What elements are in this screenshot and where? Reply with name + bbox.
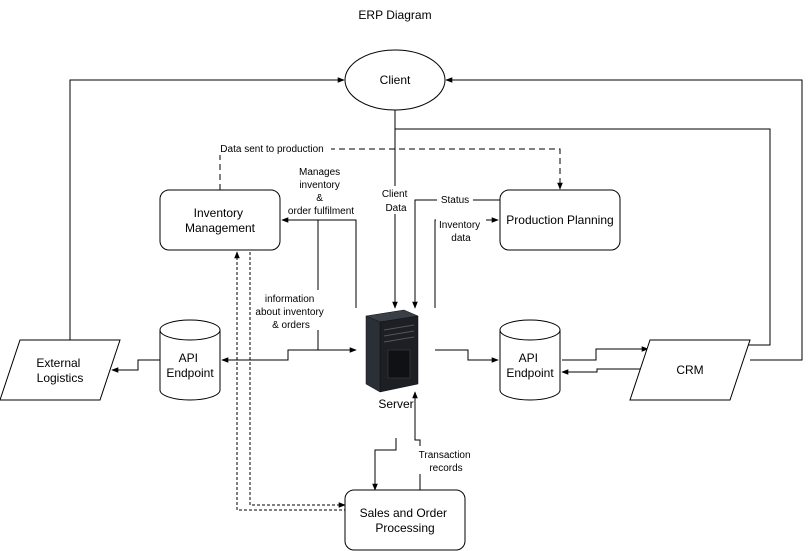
client-label: Client: [380, 73, 411, 87]
edge-client-to-crm: [394, 110, 771, 346]
crm-node: CRM: [629, 339, 751, 401]
svg-text:API Endpoint: API Endpoint: [166, 351, 214, 380]
server-icon: [365, 309, 419, 393]
api-right-label-line1: API: [519, 351, 538, 365]
external-logistics-node: External Logistics: [0, 339, 121, 401]
svg-text:Inventory data: Inventory data: [439, 220, 483, 244]
api-left-label-line1: API: [179, 351, 198, 365]
edge-inventory-sales-dotted-b: [249, 252, 346, 508]
production-label: Production Planning: [506, 213, 613, 227]
svg-text:API Endpoint: API Endpoint: [506, 351, 554, 380]
sales-order-processing-node: Sales and Order Processing: [344, 489, 466, 551]
api-endpoint-right-node: API Endpoint: [499, 319, 561, 401]
inventory-label-line2: Management: [185, 221, 256, 235]
svg-text:External Logistics: External Logistics: [36, 356, 83, 385]
edge-crm-to-client: [445, 77, 803, 361]
external-label-line1: External: [36, 356, 80, 370]
api-right-label-line2: Endpoint: [506, 366, 554, 380]
edge-crm-to-api: [561, 368, 640, 375]
edge-inventory-sales-dotted-a: [234, 251, 345, 511]
svg-text:Manages inventory: Manages inventory & order fulfilment: [288, 167, 354, 217]
svg-text:Inventory Management: Inventory Management: [185, 206, 256, 235]
label-status: Status: [437, 193, 473, 206]
inventory-label-line1: Inventory: [194, 206, 243, 220]
diagram-title: ERP Diagram: [358, 8, 431, 22]
edge-server-api-left: [221, 347, 357, 363]
label-information-about-inventory: information about inventory & orders: [252, 290, 332, 331]
api-endpoint-left-node: API Endpoint: [159, 319, 221, 401]
edge-data-sent-to-production: [219, 148, 563, 190]
production-planning-node: Production Planning: [499, 189, 621, 251]
label-manages-inventory: Manages inventory & order fulfilment: [283, 164, 361, 217]
label-client-data: Client Data: [380, 186, 412, 214]
label-transaction-records: Transaction records: [414, 446, 478, 474]
edge-server-api-right: [435, 349, 499, 363]
edge-api-to-crm: [562, 346, 649, 361]
edge-api-to-external: [111, 359, 160, 373]
svg-text:Data sent to production: Data sent to production: [220, 144, 323, 155]
external-label-line2: Logistics: [37, 371, 84, 385]
svg-text:Sales and Order Processi: Sales and Order Processing: [360, 506, 451, 535]
server-label: Server: [378, 397, 413, 411]
svg-text:Status: Status: [441, 195, 469, 206]
sales-label-line1: Sales and Order: [360, 506, 447, 520]
label-data-sent-to-production: Data sent to production: [213, 141, 331, 155]
svg-text:Client Data: Client Data: [382, 189, 410, 214]
crm-label: CRM: [676, 363, 703, 377]
inventory-management-node: Inventory Management: [159, 189, 281, 251]
edge-transaction-records: [412, 391, 421, 490]
api-left-label-line2: Endpoint: [166, 366, 214, 380]
svg-text:information about invent: information about inventory & orders: [255, 294, 326, 331]
edge-manages-inventory: [281, 217, 357, 308]
client-node: Client: [344, 49, 446, 111]
label-inventory-data: Inventory data: [436, 216, 486, 244]
svg-text:Transaction records: Transaction records: [419, 450, 474, 474]
edge-external-to-client: [69, 77, 345, 340]
edge-server-to-sales: [372, 438, 397, 491]
sales-label-line2: Processing: [375, 521, 434, 535]
